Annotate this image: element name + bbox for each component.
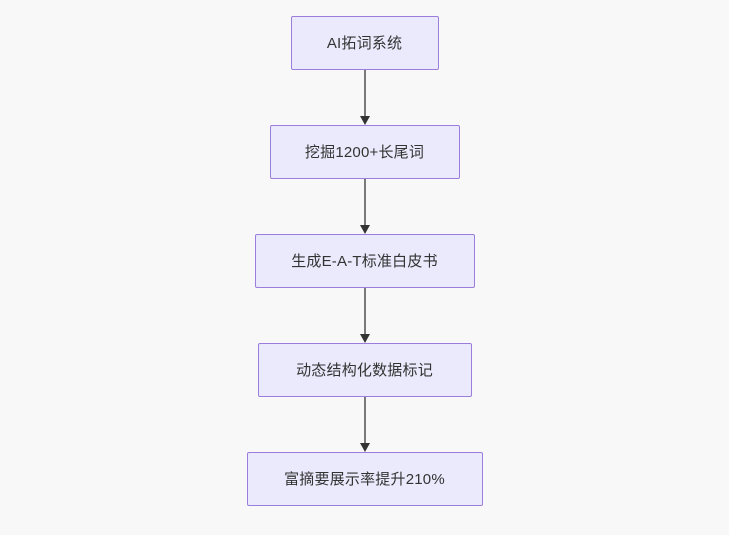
flow-edge-n3-n4: [358, 288, 372, 343]
arrowhead-icon: [359, 334, 370, 343]
flow-edge-n4-n5: [358, 397, 372, 452]
flow-edge-n2-n3: [358, 179, 372, 234]
flow-node-label: AI拓词系统: [326, 34, 403, 52]
flow-edge-n1-n2: [358, 70, 372, 125]
edge-line: [363, 288, 366, 335]
flow-node-mine-longtail-keywords[interactable]: 挖掘1200+长尾词: [269, 125, 460, 179]
flow-node-generate-eat-whitepaper[interactable]: 生成E-A-T标准白皮书: [254, 234, 475, 288]
edge-line: [363, 397, 366, 444]
flow-node-label: 富摘要展示率提升210%: [284, 470, 445, 488]
flow-node-ai-keyword-system[interactable]: AI拓词系统: [290, 16, 439, 70]
arrowhead-icon: [359, 443, 370, 452]
arrowhead-icon: [359, 116, 370, 125]
flow-node-label: 生成E-A-T标准白皮书: [291, 252, 438, 270]
flow-node-rich-snippet-impression-lift[interactable]: 富摘要展示率提升210%: [246, 452, 483, 506]
edge-line: [363, 70, 366, 117]
flow-node-label: 挖掘1200+长尾词: [304, 143, 425, 161]
flow-node-label: 动态结构化数据标记: [296, 361, 433, 379]
arrowhead-icon: [359, 225, 370, 234]
edge-line: [363, 179, 366, 226]
flow-node-dynamic-structured-data-markup[interactable]: 动态结构化数据标记: [257, 343, 472, 397]
